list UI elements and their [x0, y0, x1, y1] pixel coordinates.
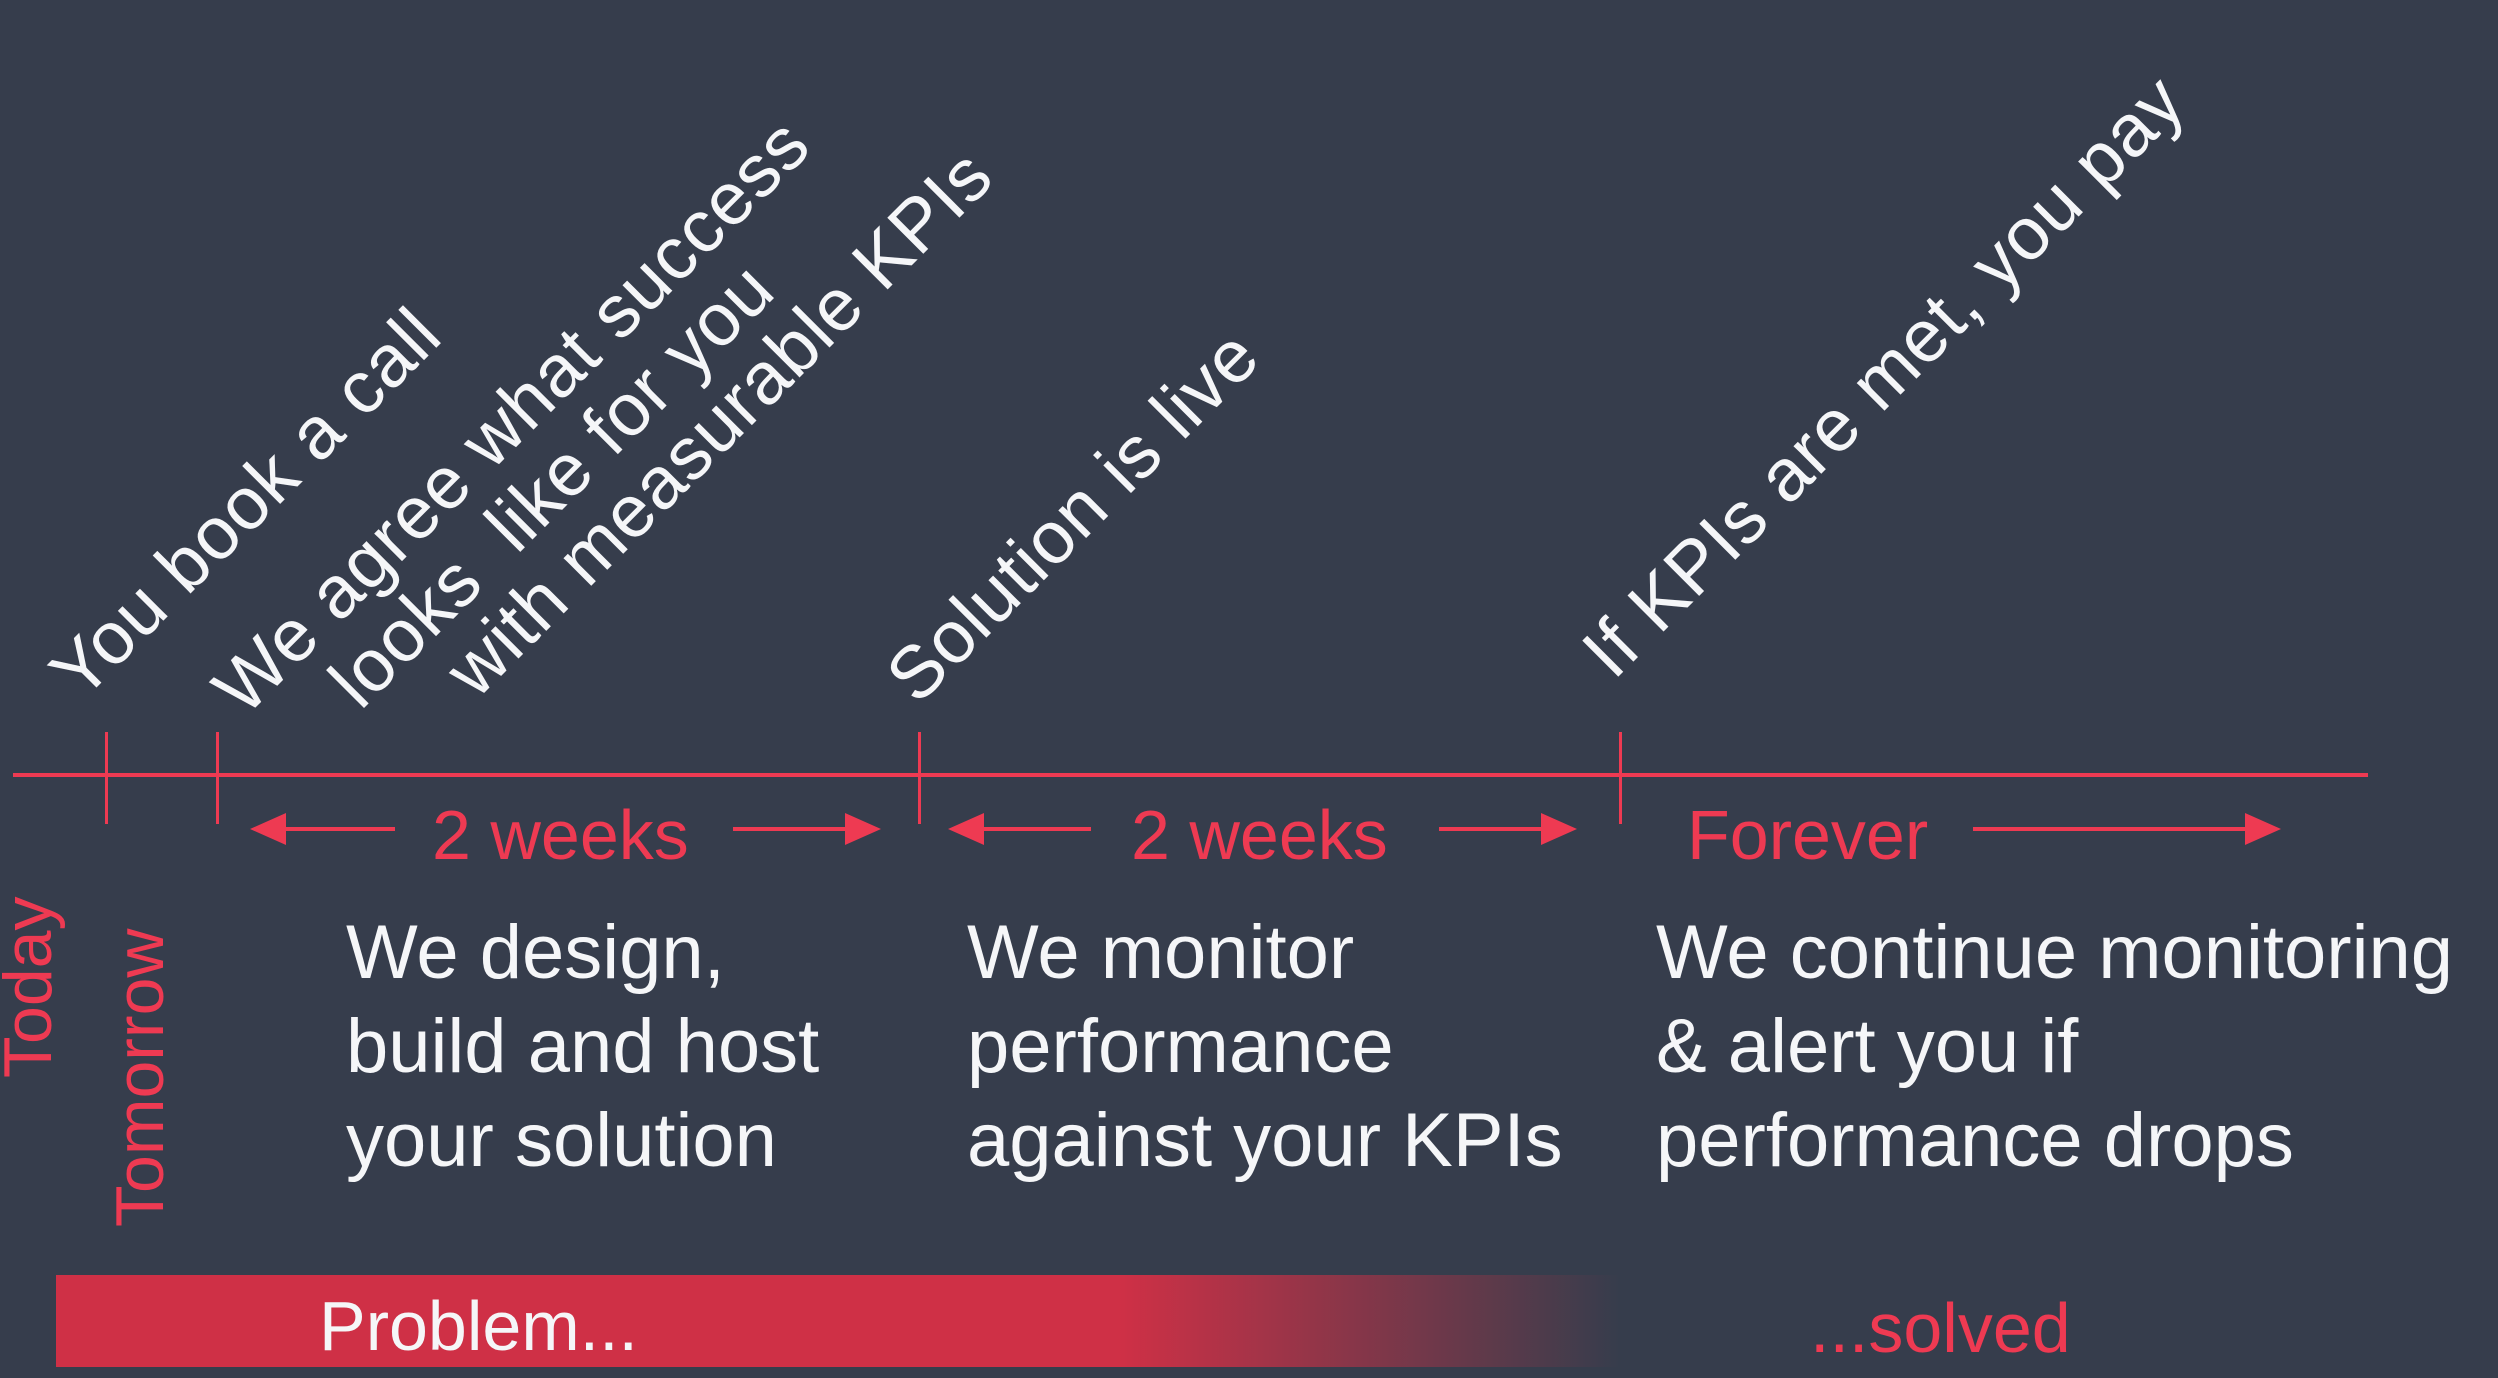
description-line: We continue monitoring	[1656, 910, 2454, 995]
description-line: performance	[967, 1004, 1394, 1089]
description-line: We design,	[346, 910, 725, 995]
solved-label: ...solved	[1810, 1289, 2071, 1367]
phase-description-design: We design, build and host your solution	[346, 906, 819, 1188]
arrow-phase2-right	[1439, 811, 1577, 847]
arrow-line	[978, 827, 1091, 831]
tick-solution-live	[918, 732, 921, 824]
arrow-line	[1439, 827, 1547, 831]
description-line: build and host	[346, 1004, 820, 1089]
arrowhead-right-icon	[845, 813, 881, 845]
description-line: We monitor	[967, 910, 1355, 995]
phase-description-monitor: We monitor performance against your KPIs	[967, 906, 1563, 1188]
arrow-line	[733, 827, 851, 831]
arrow-line	[280, 827, 395, 831]
arrowhead-left-icon	[250, 813, 286, 845]
arrow-phase2-left	[948, 811, 1091, 847]
arrowhead-left-icon	[948, 813, 984, 845]
timeline-axis	[13, 773, 2368, 777]
description-line: & alert you if	[1656, 1004, 2079, 1089]
tick-today	[105, 732, 108, 824]
tick-kpis-met	[1619, 732, 1622, 824]
arrow-phase1-right	[733, 811, 881, 847]
milestone-label-kpis-met-pay: If KPIs are met, you pay	[1566, 58, 2201, 693]
tick-tomorrow	[216, 732, 219, 824]
duration-label-phase2: 2 weeks	[1131, 796, 1388, 874]
arrow-phase1-left	[250, 811, 395, 847]
arrow-line	[1973, 827, 2251, 831]
duration-label-phase1: 2 weeks	[432, 796, 689, 874]
description-line: performance drops	[1656, 1098, 2294, 1183]
phase-description-continue: We continue monitoring & alert you if pe…	[1656, 906, 2453, 1188]
arrowhead-right-icon	[2245, 813, 2281, 845]
problem-solved-gradient-bar	[56, 1275, 1620, 1367]
description-line: against your KPIs	[967, 1098, 1563, 1183]
problem-label: Problem...	[319, 1287, 638, 1365]
duration-label-forever: Forever	[1687, 796, 1929, 874]
milestone-label-solution-live: Solution is live	[870, 313, 1275, 718]
axis-label-today: Today	[0, 896, 66, 1078]
description-line: your solution	[346, 1098, 777, 1183]
arrow-forever-right	[1973, 811, 2281, 847]
axis-label-tomorrow: Tomorrow	[102, 928, 178, 1228]
arrowhead-right-icon	[1541, 813, 1577, 845]
